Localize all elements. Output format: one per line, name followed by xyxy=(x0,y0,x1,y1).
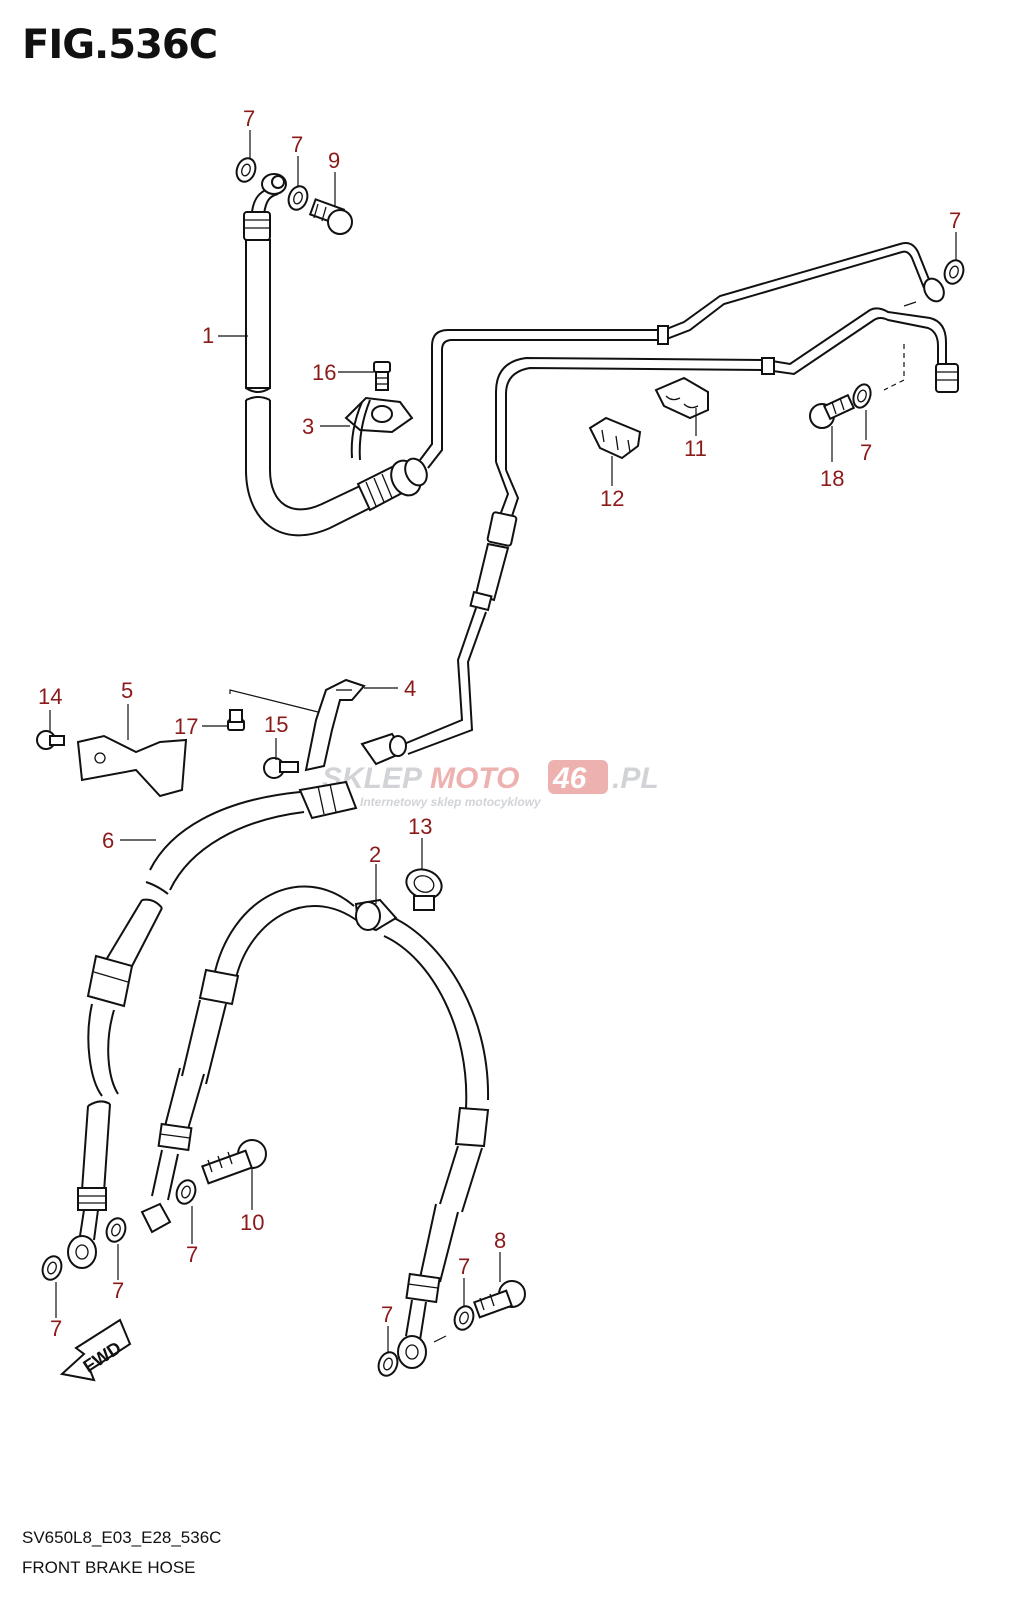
leader-lines xyxy=(49,130,957,1352)
part-15-bolt xyxy=(263,757,299,779)
callout-11: 11 xyxy=(684,436,707,461)
washer-6a xyxy=(41,1255,63,1281)
part-8-bolt xyxy=(473,1280,526,1319)
part-6-left-hose xyxy=(67,780,358,1269)
part-13-clamp xyxy=(405,868,443,911)
part-17-bolt xyxy=(227,709,245,731)
washer-top-left-1 xyxy=(235,157,257,183)
callout-13: 13 xyxy=(408,814,432,839)
middle-pipe xyxy=(360,461,520,766)
part-18-bolt xyxy=(809,393,856,429)
part-10-bolt xyxy=(201,1139,267,1185)
figure-title: FIG.536C xyxy=(22,22,218,68)
callout-18: 18 xyxy=(820,466,844,491)
washer-10a xyxy=(175,1179,197,1205)
part-4-bracket xyxy=(229,678,366,772)
callout-7: 7 xyxy=(243,106,255,131)
callout-5: 5 xyxy=(121,678,133,703)
callout-14: 14 xyxy=(38,684,62,709)
callout-16: 16 xyxy=(312,360,336,385)
fwd-arrow: FWD xyxy=(59,1318,132,1382)
brake-pipes xyxy=(419,242,959,470)
callout-7: 7 xyxy=(458,1254,470,1279)
figure-code: SV650L8_E03_E28_536C xyxy=(22,1528,222,1547)
part-1-upper-hose xyxy=(243,173,428,537)
part-2-right-hose xyxy=(140,885,490,1369)
watermark-text-b: MOTO xyxy=(430,762,519,795)
washer-top-left-2 xyxy=(287,185,309,211)
watermark-badge xyxy=(548,760,608,794)
callout-7: 7 xyxy=(186,1242,198,1267)
callout-9: 9 xyxy=(328,148,340,173)
callouts: 7 7 9 1 16 3 7 11 12 18 7 14 5 17 15 4 6… xyxy=(38,106,961,1341)
part-16-bolt xyxy=(373,361,391,391)
washer-10b xyxy=(105,1217,127,1243)
callout-1: 1 xyxy=(202,323,214,348)
washer-top-right-lower xyxy=(852,383,872,409)
washer-top-right-upper xyxy=(943,259,965,285)
watermark-tagline: Internetowy sklep motocyklowy xyxy=(360,795,542,809)
callout-7: 7 xyxy=(50,1316,62,1341)
callout-7: 7 xyxy=(291,132,303,157)
callout-7: 7 xyxy=(381,1302,393,1327)
callout-7: 7 xyxy=(860,440,872,465)
part-3-clamp xyxy=(344,396,414,461)
callout-3: 3 xyxy=(302,414,314,439)
washer-8b xyxy=(377,1351,399,1377)
part-12-clip xyxy=(588,416,642,460)
watermark: SKLEP MOTO 46 .PL Internetowy sklep moto… xyxy=(322,760,659,809)
part-14-bolt xyxy=(36,730,65,750)
watermark-text-c: 46 xyxy=(552,762,587,795)
callout-17: 17 xyxy=(174,714,198,739)
callout-4: 4 xyxy=(404,676,416,701)
callout-12: 12 xyxy=(600,486,624,511)
callout-7: 7 xyxy=(949,208,961,233)
callout-8: 8 xyxy=(494,1228,506,1253)
callout-10: 10 xyxy=(240,1210,264,1235)
callout-15: 15 xyxy=(264,712,288,737)
part-9-bolt xyxy=(308,198,353,235)
watermark-text-d: .PL xyxy=(612,762,659,795)
callout-6: 6 xyxy=(102,828,114,853)
washer-8a xyxy=(453,1305,475,1331)
figure-name: FRONT BRAKE HOSE xyxy=(22,1558,196,1577)
callout-7: 7 xyxy=(112,1278,124,1303)
callout-2: 2 xyxy=(369,842,381,867)
part-11-clip xyxy=(654,376,709,420)
part-5-bracket xyxy=(76,734,188,798)
